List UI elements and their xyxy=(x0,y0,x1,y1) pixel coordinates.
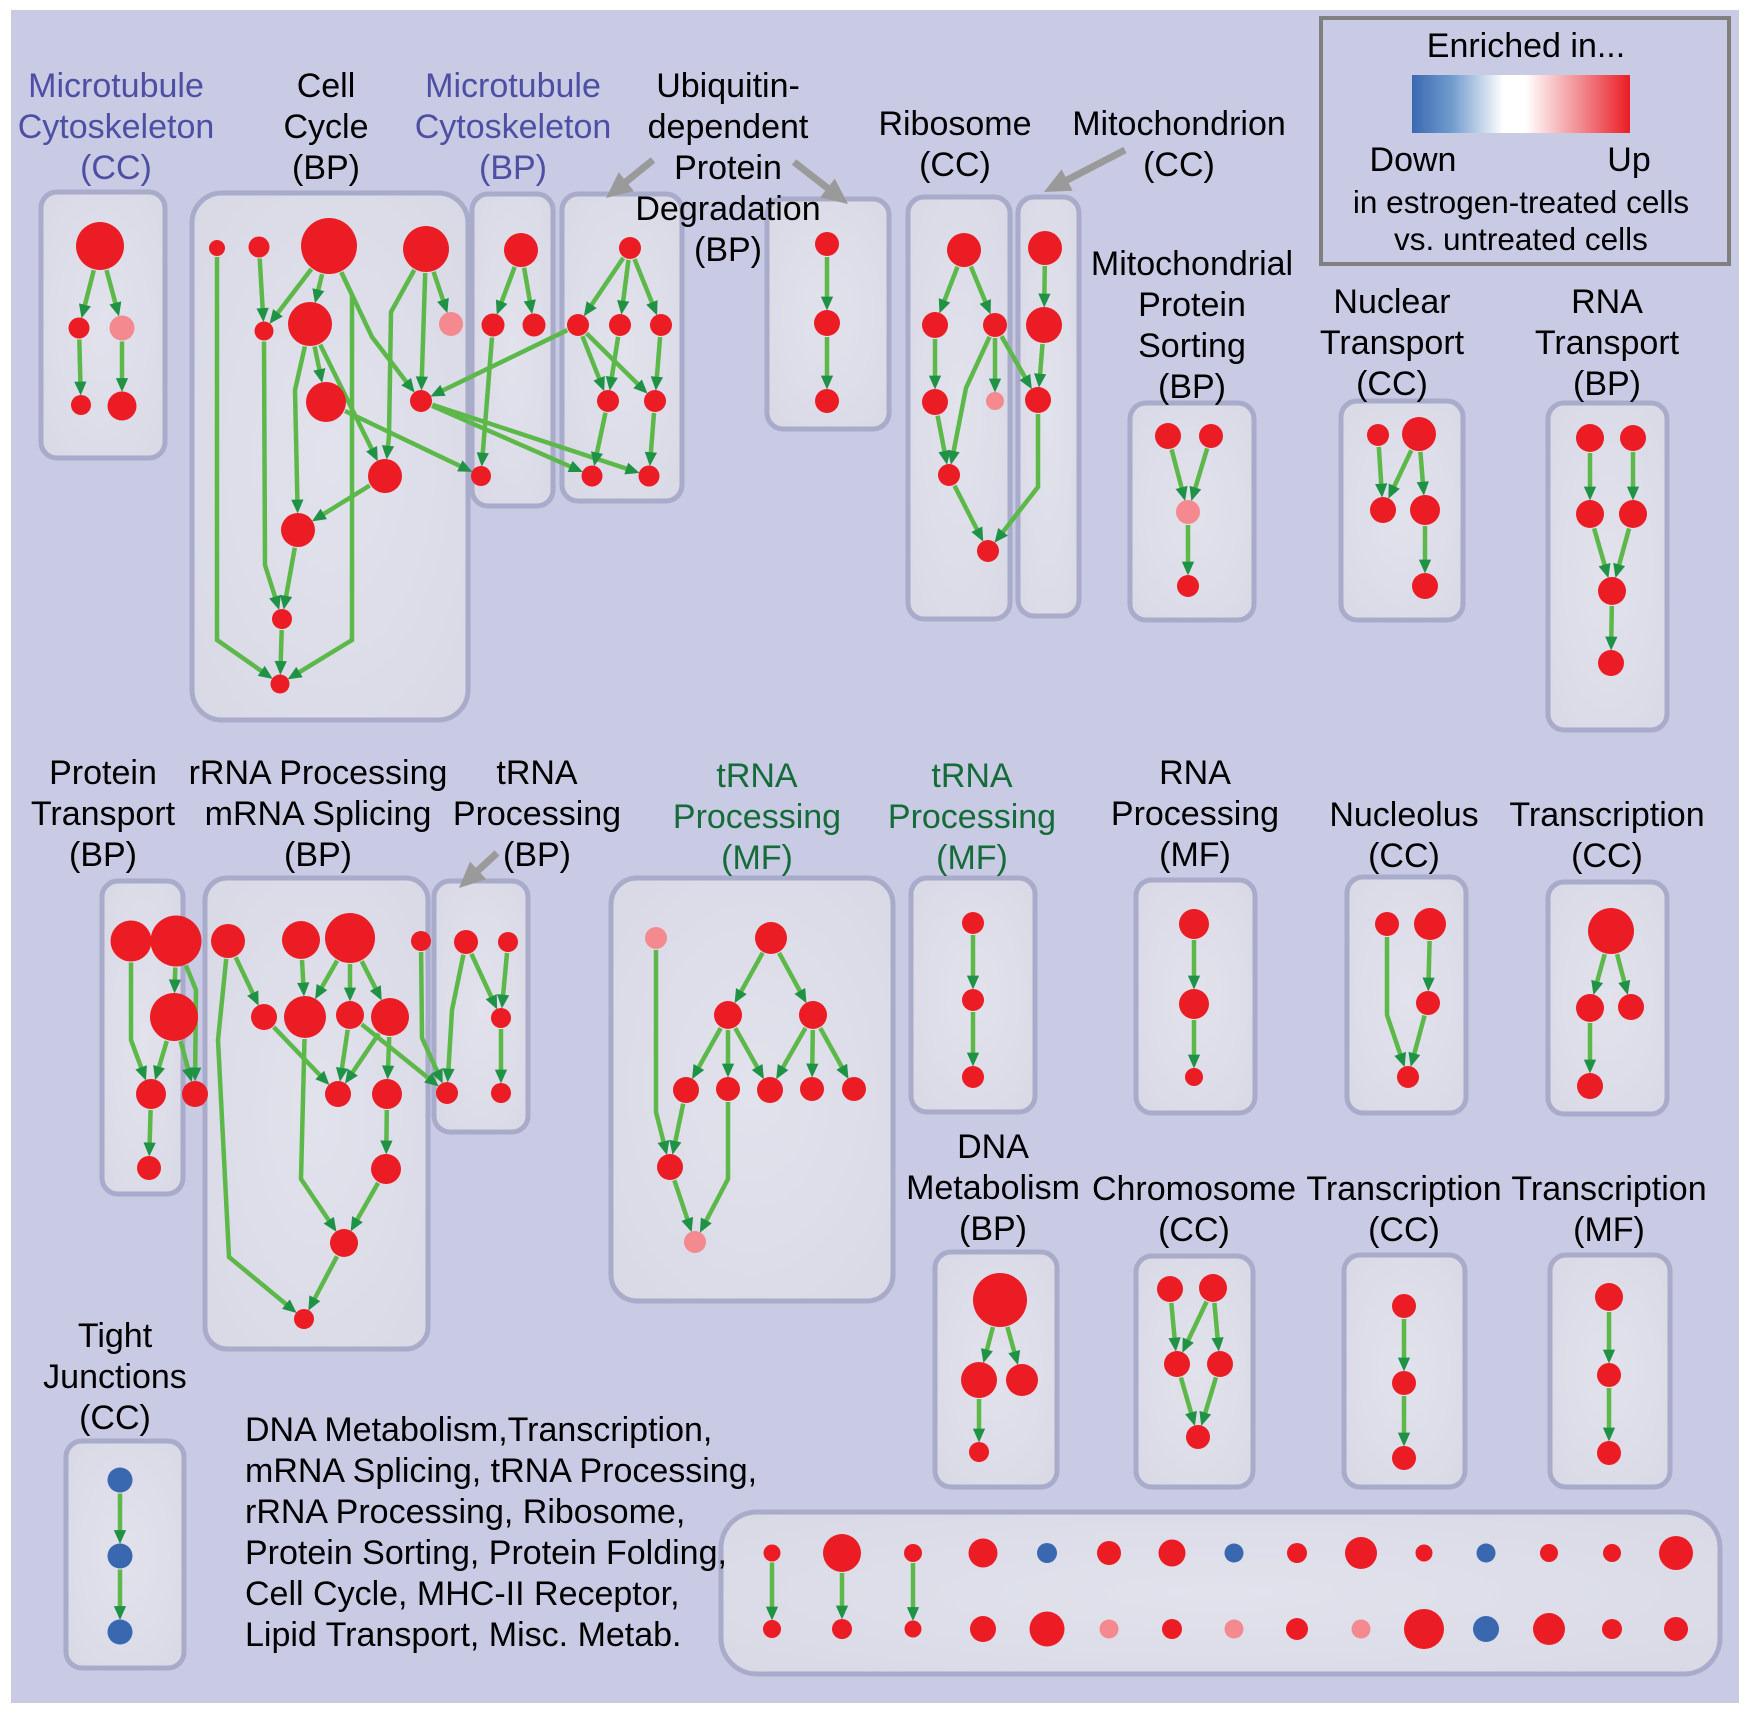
svg-text:tRNA: tRNA xyxy=(931,757,1013,795)
svg-text:(CC): (CC) xyxy=(1356,365,1428,403)
svg-text:Microtubule: Microtubule xyxy=(425,67,601,105)
svg-text:Ubiquitin-: Ubiquitin- xyxy=(656,67,800,105)
svg-text:rRNA Processing, Ribosome,: rRNA Processing, Ribosome, xyxy=(245,1493,685,1531)
svg-text:vs. untreated cells: vs. untreated cells xyxy=(1394,221,1648,257)
svg-text:DNA: DNA xyxy=(957,1128,1029,1166)
svg-text:rRNA Processing: rRNA Processing xyxy=(189,754,448,792)
svg-text:(CC): (CC) xyxy=(1158,1211,1230,1249)
svg-text:Chromosome: Chromosome xyxy=(1092,1170,1296,1208)
svg-text:Transcription: Transcription xyxy=(1509,796,1704,834)
svg-text:(CC): (CC) xyxy=(1368,837,1440,875)
svg-text:Transport: Transport xyxy=(1535,324,1680,362)
svg-text:Mitochondrial: Mitochondrial xyxy=(1091,245,1293,283)
svg-text:Metabolism: Metabolism xyxy=(906,1169,1080,1207)
svg-text:Processing: Processing xyxy=(673,798,841,836)
svg-text:(BP): (BP) xyxy=(1573,365,1641,403)
svg-text:(BP): (BP) xyxy=(503,836,571,874)
svg-text:dependent: dependent xyxy=(648,108,809,146)
svg-text:tRNA: tRNA xyxy=(496,754,578,792)
svg-text:Tight: Tight xyxy=(78,1317,153,1355)
svg-text:Cytoskeleton: Cytoskeleton xyxy=(18,108,215,146)
svg-text:(CC): (CC) xyxy=(80,149,152,187)
svg-text:Down: Down xyxy=(1370,141,1457,179)
svg-text:DNA Metabolism,Transcription,: DNA Metabolism,Transcription, xyxy=(245,1411,712,1449)
svg-text:Processing: Processing xyxy=(1111,795,1279,833)
svg-text:Cell Cycle, MHC-II Receptor,: Cell Cycle, MHC-II Receptor, xyxy=(245,1575,680,1613)
svg-text:(MF): (MF) xyxy=(936,839,1008,877)
svg-text:Junctions: Junctions xyxy=(43,1358,187,1396)
svg-text:(CC): (CC) xyxy=(1368,1211,1440,1249)
svg-text:Lipid Transport, Misc. Metab.: Lipid Transport, Misc. Metab. xyxy=(245,1616,682,1654)
svg-text:(MF): (MF) xyxy=(721,839,793,877)
svg-text:(BP): (BP) xyxy=(1158,368,1226,406)
svg-text:(BP): (BP) xyxy=(959,1210,1027,1248)
svg-text:Processing: Processing xyxy=(453,795,621,833)
svg-text:Protein: Protein xyxy=(1138,286,1246,324)
svg-text:RNA: RNA xyxy=(1571,283,1643,321)
svg-text:mRNA Splicing, tRNA Processing: mRNA Splicing, tRNA Processing, xyxy=(245,1452,757,1490)
svg-text:in estrogen-treated cells: in estrogen-treated cells xyxy=(1353,184,1689,220)
svg-text:(BP): (BP) xyxy=(69,836,137,874)
svg-text:Ribosome: Ribosome xyxy=(878,105,1031,143)
svg-text:Up: Up xyxy=(1607,141,1650,179)
svg-text:(MF): (MF) xyxy=(1159,836,1231,874)
svg-text:Protein Sorting, Protein Foldi: Protein Sorting, Protein Folding, xyxy=(245,1534,727,1572)
svg-text:Nuclear: Nuclear xyxy=(1333,283,1450,321)
svg-text:Sorting: Sorting xyxy=(1138,327,1246,365)
svg-text:(CC): (CC) xyxy=(919,146,991,184)
svg-text:(BP): (BP) xyxy=(694,231,762,269)
svg-text:(CC): (CC) xyxy=(1143,146,1215,184)
svg-text:Transport: Transport xyxy=(1320,324,1465,362)
svg-text:Processing: Processing xyxy=(888,798,1056,836)
svg-text:(BP): (BP) xyxy=(292,149,360,187)
svg-text:Protein: Protein xyxy=(49,754,157,792)
svg-text:(CC): (CC) xyxy=(1571,837,1643,875)
svg-text:(BP): (BP) xyxy=(479,149,547,187)
svg-text:Cycle: Cycle xyxy=(283,108,368,146)
svg-text:(MF): (MF) xyxy=(1573,1211,1645,1249)
svg-text:Nucleolus: Nucleolus xyxy=(1329,796,1478,834)
svg-text:Protein: Protein xyxy=(674,149,782,187)
svg-text:Degradation: Degradation xyxy=(635,190,820,228)
svg-text:Cytoskeleton: Cytoskeleton xyxy=(415,108,612,146)
svg-text:RNA: RNA xyxy=(1159,754,1231,792)
svg-text:(CC): (CC) xyxy=(79,1399,151,1437)
svg-text:Microtubule: Microtubule xyxy=(28,67,204,105)
svg-text:Transcription: Transcription xyxy=(1511,1170,1706,1208)
svg-text:Transport: Transport xyxy=(31,795,176,833)
svg-text:Mitochondrion: Mitochondrion xyxy=(1072,105,1286,143)
svg-text:(BP): (BP) xyxy=(284,836,352,874)
svg-text:mRNA Splicing: mRNA Splicing xyxy=(205,795,432,833)
svg-text:Cell: Cell xyxy=(297,67,356,105)
svg-text:Enriched in...: Enriched in... xyxy=(1427,27,1625,65)
svg-text:Transcription: Transcription xyxy=(1306,1170,1501,1208)
svg-text:tRNA: tRNA xyxy=(716,757,798,795)
